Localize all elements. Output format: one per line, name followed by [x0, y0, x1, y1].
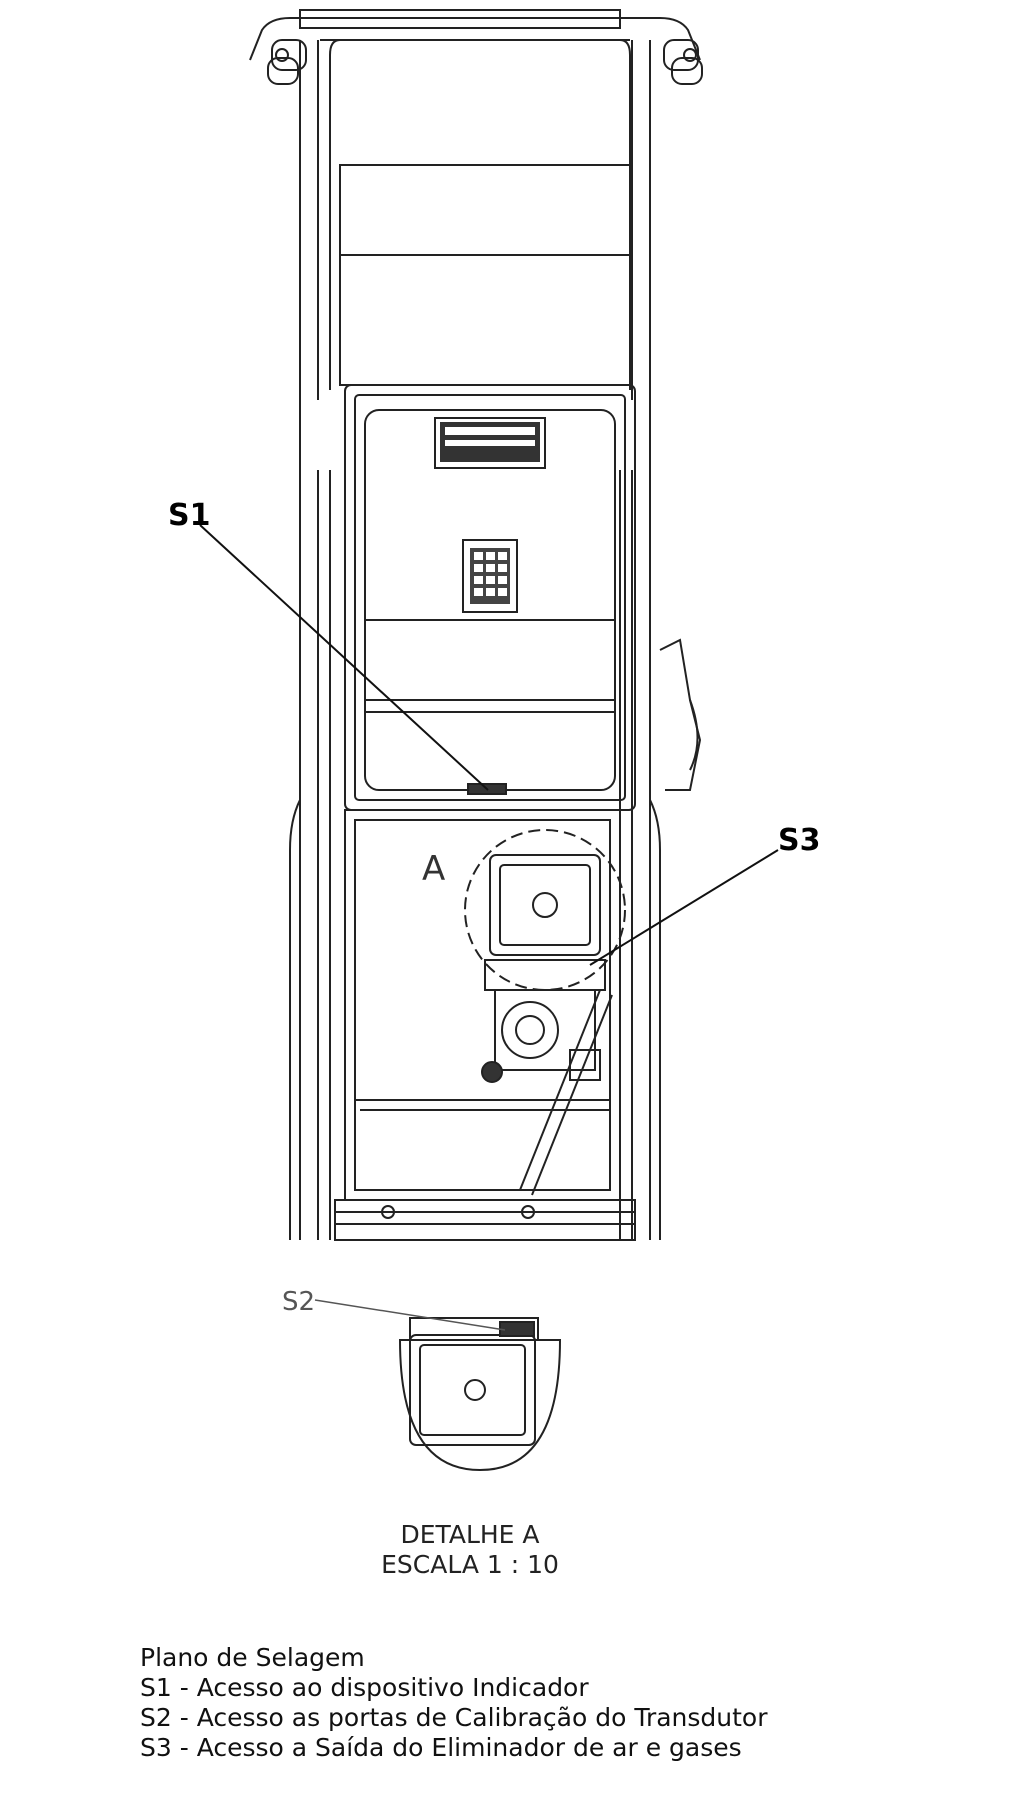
s3-callout: S3: [778, 823, 820, 858]
hydraulic-assembly: [464, 829, 626, 1196]
detail-title: DETALHE A: [400, 1520, 540, 1549]
right-nozzle-holder: [663, 39, 703, 85]
detail-scale: ESCALA 1 : 10: [381, 1550, 559, 1579]
s1-leader-line: [199, 524, 489, 791]
legend-title: Plano de Selagem: [140, 1643, 365, 1672]
display-housing: [344, 384, 636, 811]
detail-caption: DETALHE A ESCALA 1 : 10: [330, 1520, 610, 1580]
side-columns: [289, 400, 702, 1240]
detail-a-letter: A: [422, 849, 445, 889]
s2-callout: S2: [282, 1287, 315, 1317]
lower-cabinet: [334, 809, 636, 1241]
detail-a-view: [398, 1317, 562, 1472]
canopy-frame: [249, 9, 701, 400]
legend-item-s2: S2 - Acesso as portas de Calibração do T…: [140, 1703, 768, 1732]
legend-item-s3: S3 - Acesso a Saída do Eliminador de ar …: [140, 1733, 742, 1762]
s2-leader-line: [314, 1299, 506, 1331]
s3-leader-line: [589, 849, 779, 966]
upper-panels: [339, 164, 631, 386]
sealing-plan-legend: Plano de Selagem S1 - Acesso ao disposit…: [140, 1643, 768, 1763]
left-nozzle-holder: [267, 39, 307, 85]
legend-item-s1: S1 - Acesso ao dispositivo Indicador: [140, 1673, 589, 1702]
s1-callout: S1: [168, 498, 210, 533]
